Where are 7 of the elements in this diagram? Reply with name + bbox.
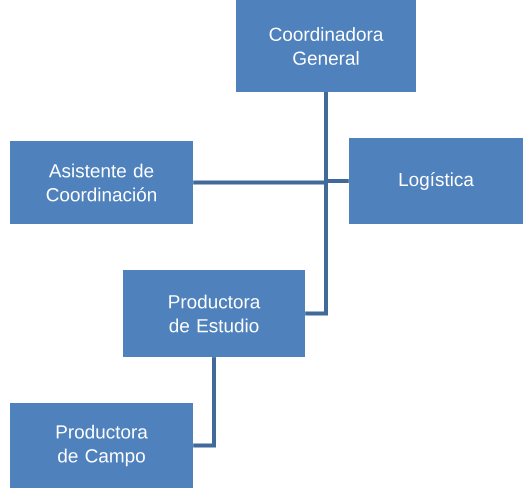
connector-line: [305, 92, 328, 316]
org-box: Coordinadora General: [236, 0, 416, 92]
org-box: Productora de Campo: [10, 402, 193, 488]
connector-line: [193, 357, 216, 448]
org-box: Productora de Estudio: [123, 270, 305, 357]
org-box: Asistente de Coordinación: [10, 140, 193, 224]
org-box: Logística: [349, 138, 523, 224]
